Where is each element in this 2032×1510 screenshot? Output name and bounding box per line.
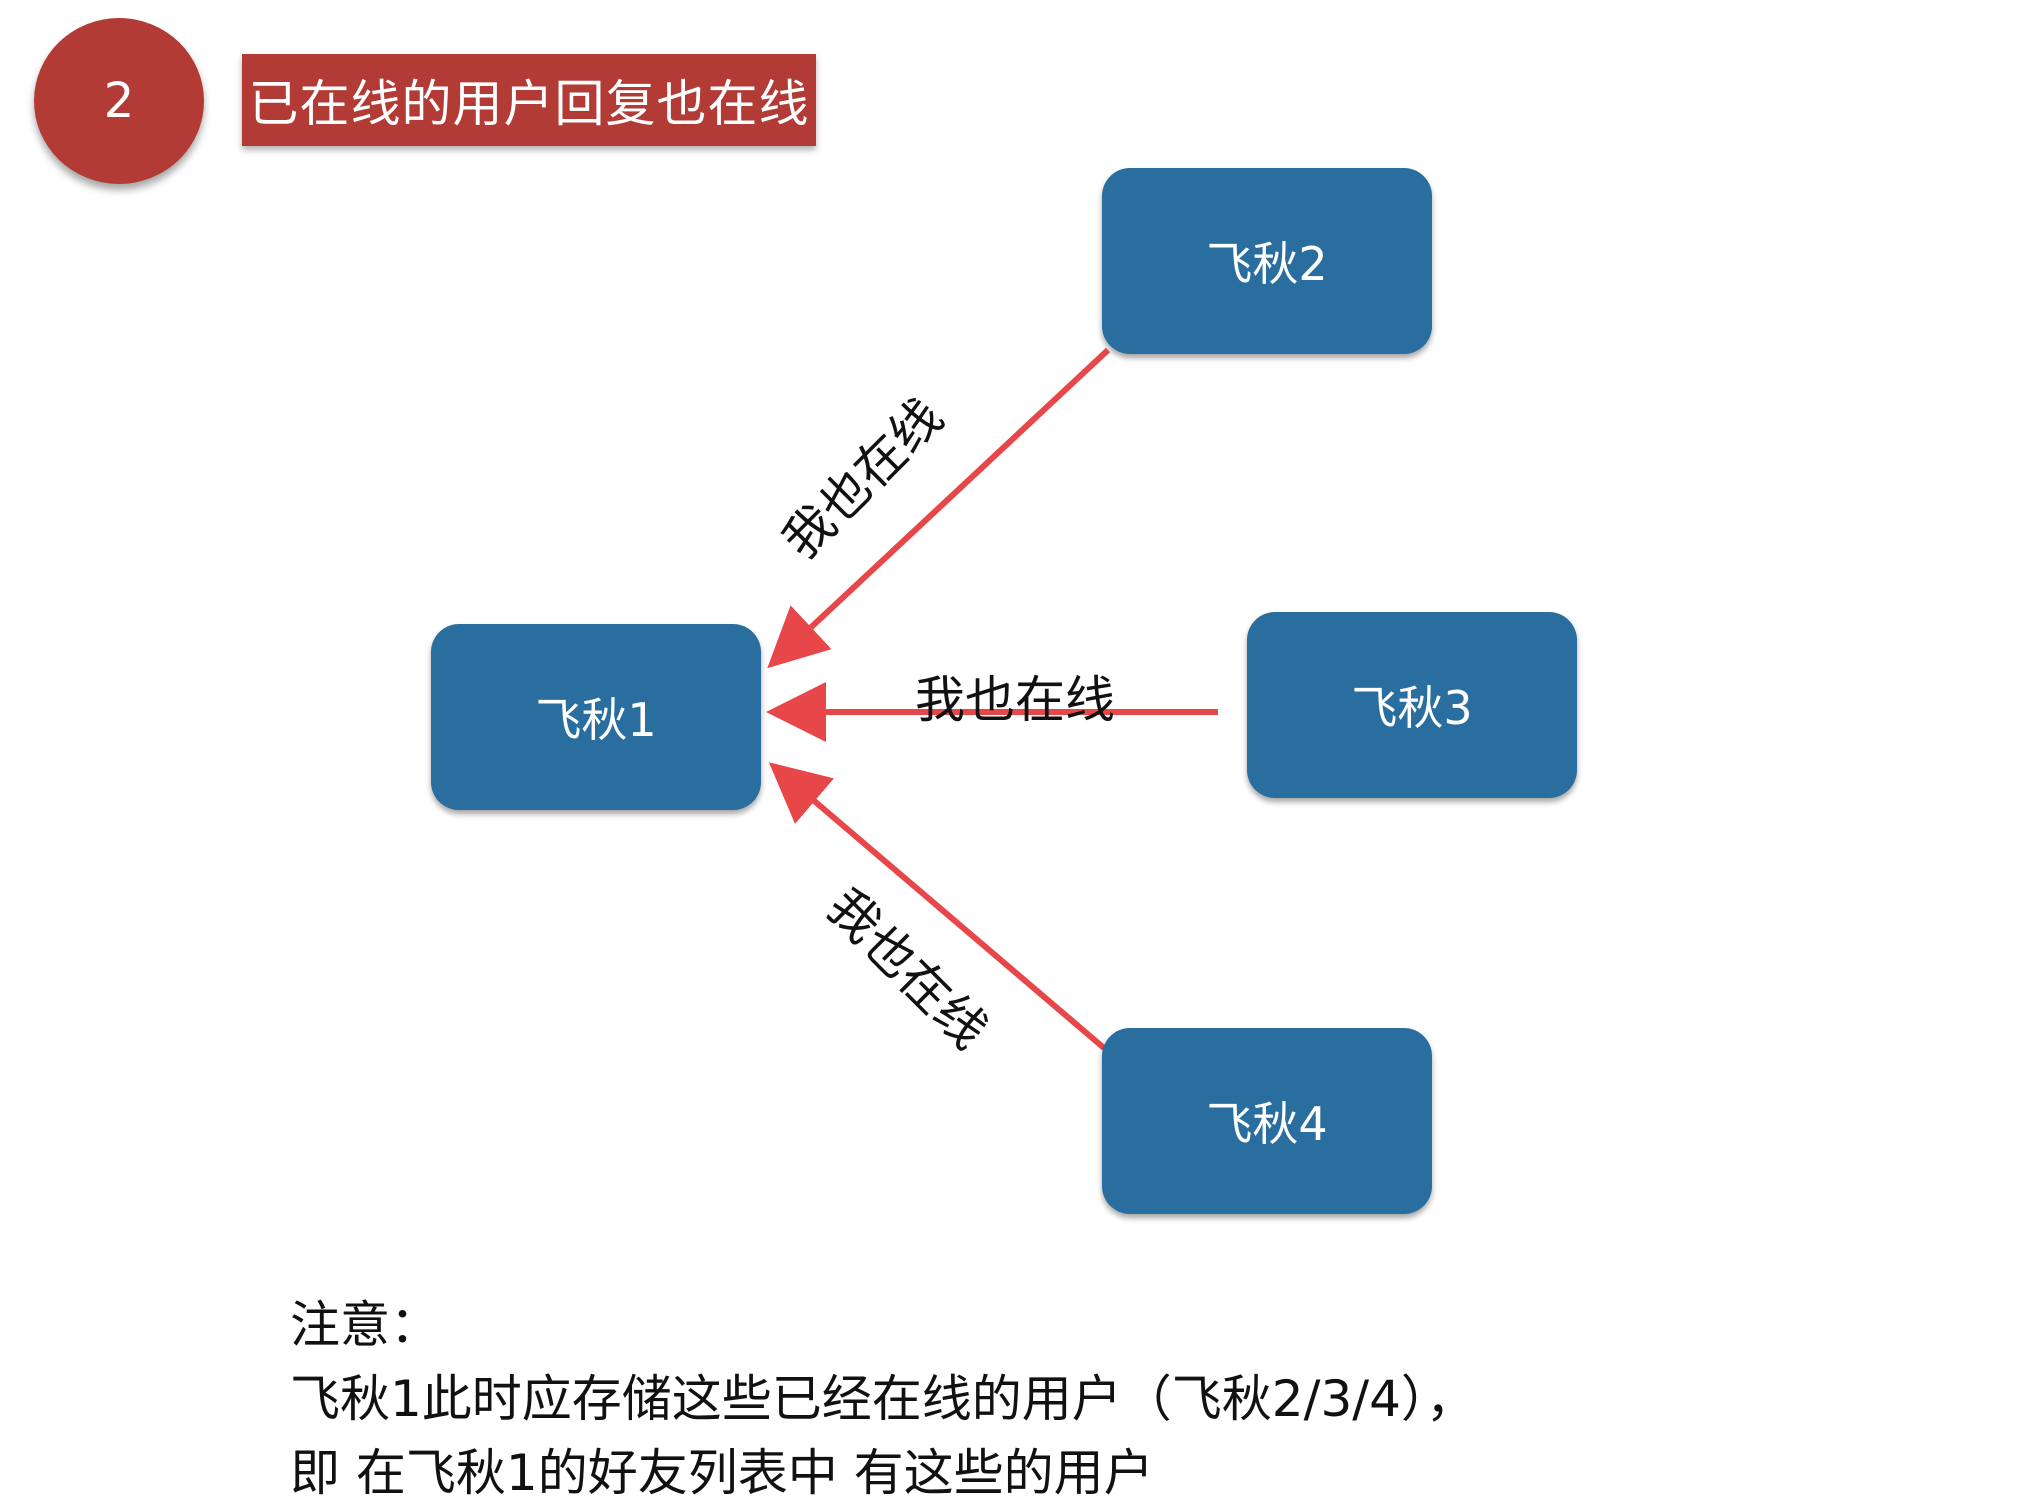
note-line-2: 即 在飞秋1的好友列表中 有这些的用户 [290,1444,1154,1502]
note-text: 注意： 飞秋1此时应存储这些已经在线的用户（飞秋2/3/4）， 即 在飞秋1的好… [290,1288,1476,1510]
node-feiqiu-2: 飞秋2 [1102,168,1432,354]
slide-title: 已在线的用户回复也在线 [242,54,816,146]
edge-label-node3: 我也在线 [915,671,1115,729]
node-feiqiu-3: 飞秋3 [1247,612,1577,798]
step-number-badge: 2 [34,18,204,184]
arrow-node2-to-node1 [767,347,1111,669]
note-heading: 注意： [290,1296,440,1354]
node-feiqiu-4: 飞秋4 [1102,1028,1432,1214]
node-feiqiu-1: 飞秋1 [431,624,761,810]
note-line-1: 飞秋1此时应存储这些已经在线的用户（飞秋2/3/4）， [290,1370,1476,1428]
arrow-node4-to-node1 [768,762,1106,1051]
